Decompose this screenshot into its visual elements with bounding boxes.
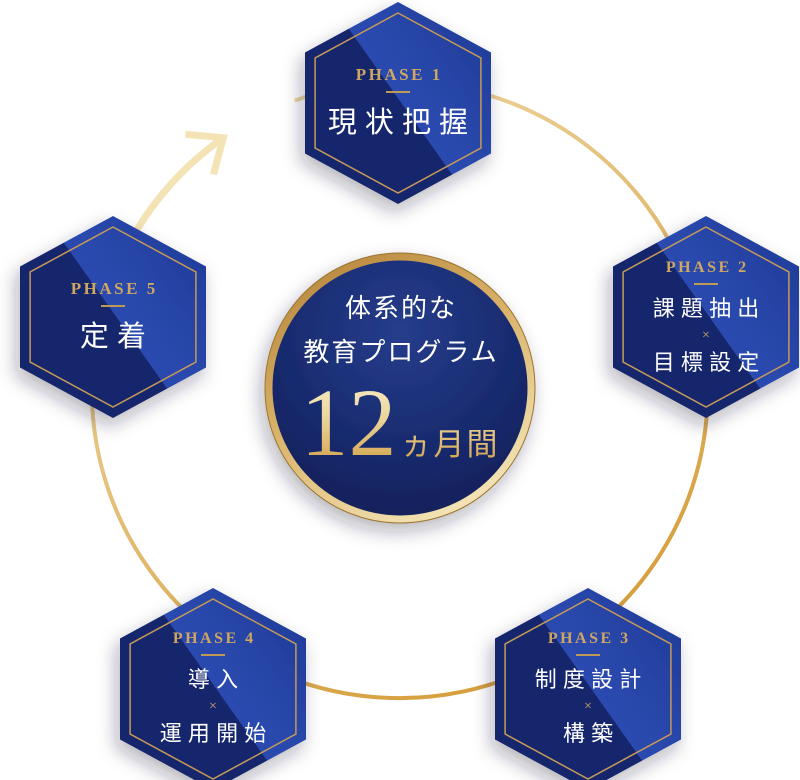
center-circle-face — [272, 260, 528, 516]
hexagon-phase-2 — [612, 215, 800, 419]
center-circle — [264, 252, 536, 524]
hexagon-phase-3 — [494, 587, 682, 780]
hexagon-phase-4 — [119, 587, 307, 780]
hexagon-phase-1 — [304, 1, 492, 205]
hexagon-phase-5 — [19, 215, 207, 419]
